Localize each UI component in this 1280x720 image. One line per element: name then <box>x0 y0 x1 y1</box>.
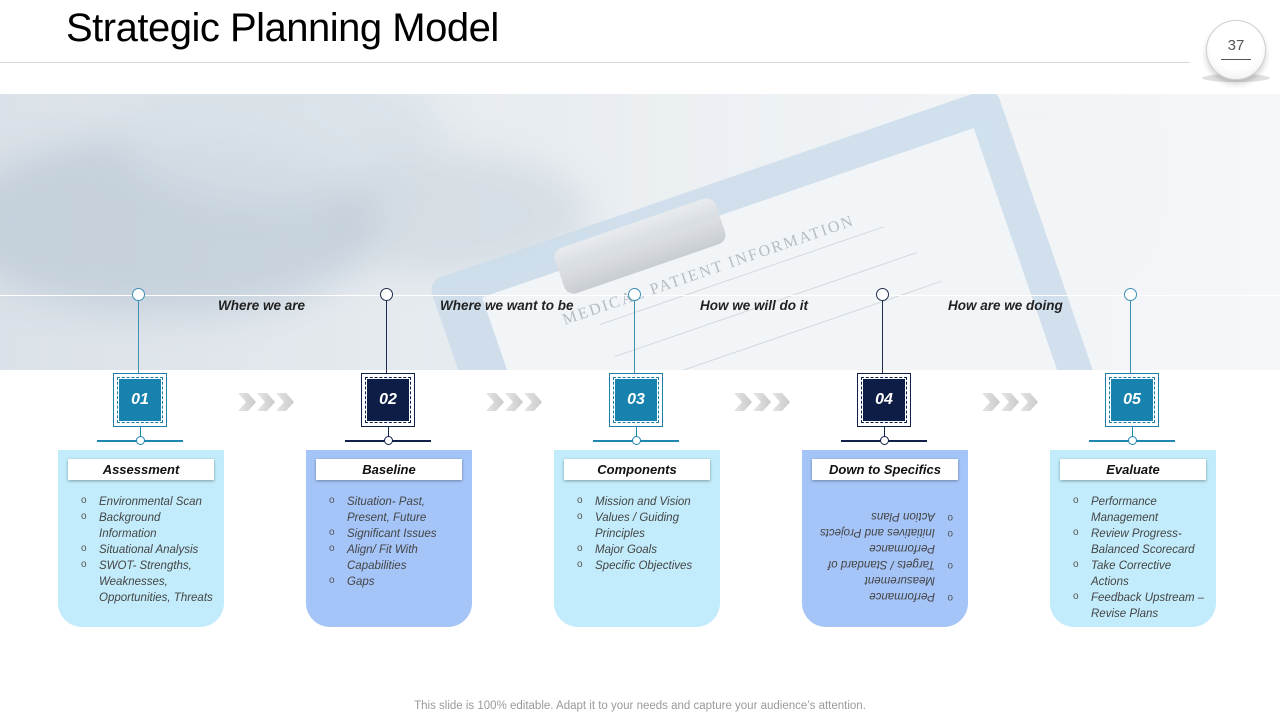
timeline-node-5 <box>1124 288 1137 301</box>
card-title: Down to Specifics <box>812 459 958 480</box>
page-number: 37 <box>1227 37 1245 54</box>
step-number-box-3: 03 <box>609 373 663 427</box>
step-card-components: Components Mission and Vision Values / G… <box>554 450 720 627</box>
list-item: Gaps <box>328 573 466 590</box>
step-number-box-2: 02 <box>361 373 415 427</box>
timeline-node-3 <box>628 288 641 301</box>
list-item: Feedback Upstream – Revise Plans <box>1072 589 1210 622</box>
chevron-arrows-icon <box>982 393 1038 411</box>
list-item: Background Information <box>80 509 218 542</box>
card-bullet-list: Situation- Past, Present, Future Signifi… <box>328 493 466 590</box>
card-bullet-list: Mission and Vision Values / Guiding Prin… <box>576 493 714 574</box>
step-number-2: 02 <box>367 379 409 421</box>
bar-dot-4 <box>880 436 889 445</box>
page-number-badge: 37 <box>1206 20 1266 80</box>
list-item: Take Corrective Actions <box>1072 557 1210 590</box>
list-item: Review Progress- Balanced Scorecard <box>1072 525 1210 558</box>
bar-dot-3 <box>632 436 641 445</box>
connector-2 <box>386 301 387 375</box>
list-item: Environmental Scan <box>80 493 218 510</box>
connector-4 <box>882 301 883 375</box>
step-number-1: 01 <box>119 379 161 421</box>
stem-2 <box>388 427 389 441</box>
bar-dot-2 <box>384 436 393 445</box>
step-number-box-4: 04 <box>857 373 911 427</box>
page-number-underline <box>1221 59 1251 60</box>
stem-3 <box>636 427 637 441</box>
card-bullet-list: Environmental Scan Background Informatio… <box>80 493 218 606</box>
list-item: Values / Guiding Principles <box>576 509 714 542</box>
connector-5 <box>1130 301 1131 375</box>
step-number-3: 03 <box>615 379 657 421</box>
list-item: Specific Objectives <box>576 557 714 574</box>
card-bullet-list-upside-down: Performance Measurement Targets / Standa… <box>818 508 954 604</box>
list-item: Major Goals <box>576 541 714 558</box>
list-item: Situational Analysis <box>80 541 218 558</box>
title-divider <box>0 62 1190 63</box>
step-card-baseline: Baseline Situation- Past, Present, Futur… <box>306 450 472 627</box>
list-item: Action Plans <box>818 508 954 524</box>
list-item: Initiatives and Projects <box>818 524 954 540</box>
card-title: Assessment <box>68 459 214 480</box>
list-item: Performance Measurement <box>818 572 954 604</box>
list-item: Mission and Vision <box>576 493 714 510</box>
list-item: Significant Issues <box>328 525 466 542</box>
list-item: Align/ Fit With Capabilities <box>328 541 466 574</box>
step-card-down-to-specifics: Down to Specifics Performance Measuremen… <box>802 450 968 627</box>
timeline-node-1 <box>132 288 145 301</box>
step-number-5: 05 <box>1111 379 1153 421</box>
stem-1 <box>140 427 141 441</box>
phase-label-how-we-will-do-it: How we will do it <box>700 298 808 313</box>
timeline-node-2 <box>380 288 393 301</box>
stem-5 <box>1132 427 1133 441</box>
background-photo: MEDICAL PATIENT INFORMATION <box>0 94 1280 370</box>
connector-3 <box>634 301 635 375</box>
chevron-arrows-icon <box>486 393 542 411</box>
bar-dot-5 <box>1128 436 1137 445</box>
phase-label-where-we-want-to-be: Where we want to be <box>440 298 574 313</box>
step-card-assessment: Assessment Environmental Scan Background… <box>58 450 224 627</box>
timeline-node-4 <box>876 288 889 301</box>
step-number-box-5: 05 <box>1105 373 1159 427</box>
chevron-arrows-icon <box>734 393 790 411</box>
bar-dot-1 <box>136 436 145 445</box>
step-card-evaluate: Evaluate Performance Management Review P… <box>1050 450 1216 627</box>
phase-label-where-we-are: Where we are <box>218 298 306 313</box>
card-title: Components <box>564 459 710 480</box>
list-item: SWOT- Strengths, Weaknesses, Opportuniti… <box>80 557 218 606</box>
step-number-4: 04 <box>863 379 905 421</box>
connector-1 <box>138 301 139 375</box>
card-bullet-list: Performance Management Review Progress- … <box>1072 493 1210 622</box>
stem-4 <box>884 427 885 441</box>
slide-title: Strategic Planning Model <box>66 6 499 50</box>
step-number-box-1: 01 <box>113 373 167 427</box>
list-item: Targets / Standard of Performance <box>818 540 954 572</box>
card-title: Baseline <box>316 459 462 480</box>
footer-note: This slide is 100% editable. Adapt it to… <box>414 700 866 712</box>
card-title: Evaluate <box>1060 459 1206 480</box>
list-item: Situation- Past, Present, Future <box>328 493 466 526</box>
chevron-arrows-icon <box>238 393 294 411</box>
phase-label-how-are-we-doing: How are we doing <box>948 298 1063 313</box>
list-item: Performance Management <box>1072 493 1210 526</box>
